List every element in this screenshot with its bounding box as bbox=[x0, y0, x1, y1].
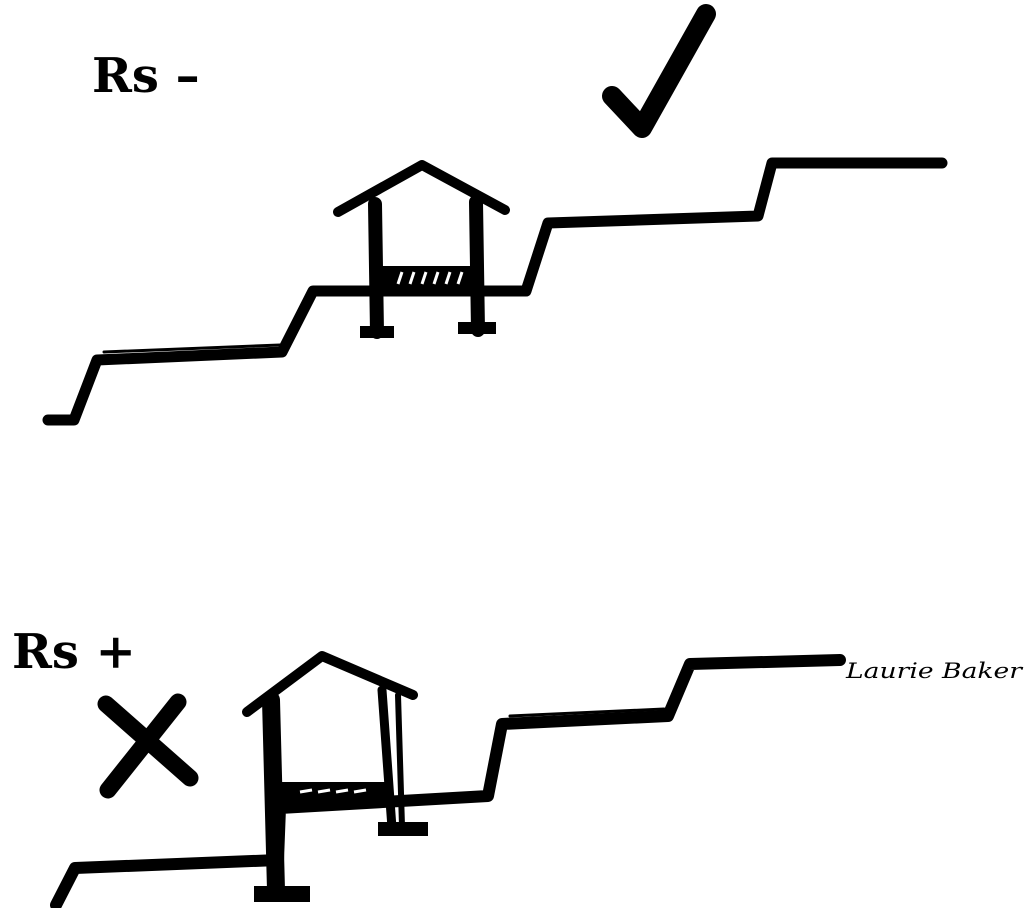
top-house bbox=[333, 160, 510, 339]
cross-mark-icon bbox=[97, 693, 199, 799]
top-label: Rs – bbox=[92, 48, 200, 104]
signature: Laurie Baker bbox=[845, 659, 1025, 683]
top-house-left-foot bbox=[360, 326, 394, 338]
bottom-house-left-foot bbox=[254, 886, 310, 902]
bottom-house-left-post bbox=[262, 691, 285, 899]
bottom-house-right-post bbox=[377, 685, 397, 833]
top-house-right-post bbox=[469, 195, 485, 337]
bottom-house bbox=[242, 651, 428, 902]
top-house-floor-hatch bbox=[396, 271, 464, 285]
bottom-label: Rs + bbox=[12, 624, 136, 680]
bottom-sketch: Rs + Laurie Baker bbox=[12, 624, 1025, 908]
bottom-house-floor-hatch bbox=[299, 788, 367, 794]
check-mark-icon bbox=[602, 4, 716, 138]
top-terrain bbox=[42, 157, 948, 426]
top-house-left-post bbox=[368, 197, 384, 339]
top-house-right-foot bbox=[458, 322, 496, 334]
bottom-terrain bbox=[50, 654, 846, 908]
top-house-roof bbox=[333, 160, 510, 217]
bottom-house-right-foot bbox=[378, 822, 428, 836]
top-house-floor bbox=[378, 266, 474, 288]
top-sketch: Rs – bbox=[42, 4, 948, 426]
